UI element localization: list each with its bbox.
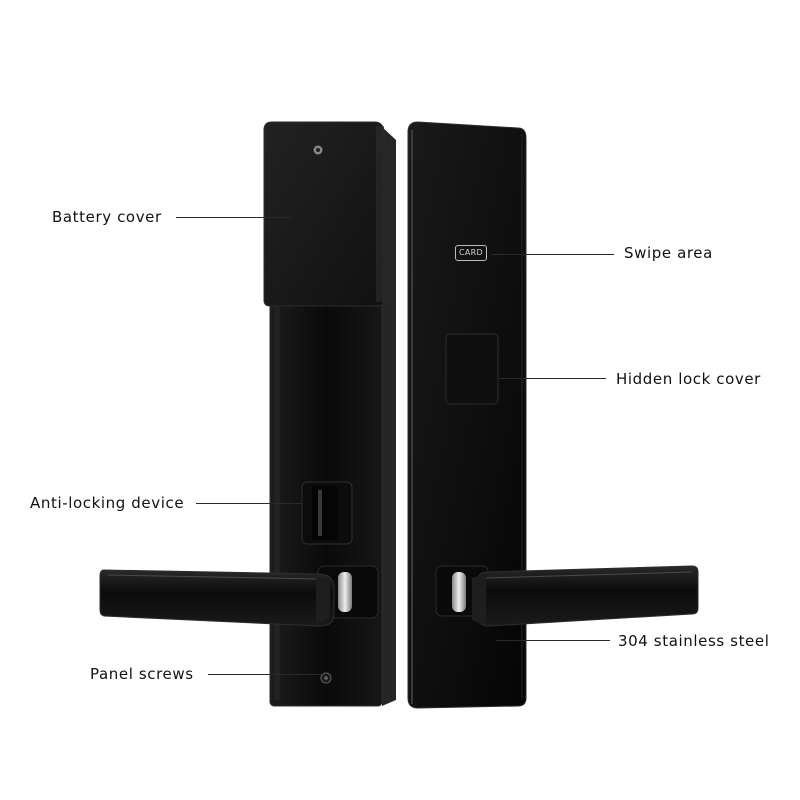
leader-hidden-lock-cover [498, 378, 606, 379]
label-swipe-area: Swipe area [624, 244, 713, 262]
right-spindle-ring [452, 572, 466, 612]
label-stainless-steel: 304 stainless steel [618, 632, 770, 650]
leader-battery-cover [176, 217, 292, 218]
hidden-lock-cover [445, 333, 499, 405]
leader-anti-locking-device [196, 503, 302, 504]
leader-panel-screws [208, 674, 322, 675]
inside-lever-handle [99, 569, 335, 627]
label-battery-cover: Battery cover [52, 208, 162, 226]
card-reader-text: CARD [459, 248, 483, 257]
outside-lever-handle [472, 565, 699, 627]
leader-swipe-area [492, 254, 614, 255]
label-hidden-lock-cover: Hidden lock cover [616, 370, 761, 388]
anti-locking-knob [301, 481, 353, 545]
panel-screw-icon [320, 672, 332, 684]
key-hole-icon [313, 145, 323, 155]
label-panel-screws: Panel screws [90, 665, 194, 683]
leader-stainless-steel [496, 640, 610, 641]
left-spindle-ring [338, 572, 352, 612]
outside-panel [407, 121, 527, 709]
card-reader-badge: CARD [455, 245, 487, 261]
battery-cover [263, 121, 385, 307]
label-anti-locking-device: Anti-locking device [30, 494, 185, 512]
